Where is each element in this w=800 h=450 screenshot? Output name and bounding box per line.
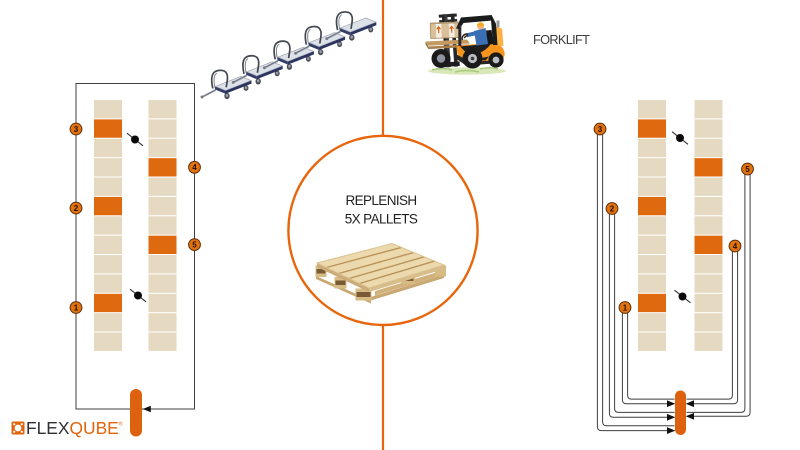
svg-text:®: ® <box>119 421 123 428</box>
svg-text:1: 1 <box>74 303 79 312</box>
svg-text:1: 1 <box>623 303 628 312</box>
svg-text:FORKLIFT: FORKLIFT <box>533 32 590 47</box>
svg-text:5: 5 <box>745 165 750 174</box>
svg-text:2: 2 <box>610 204 615 213</box>
svg-text:FLEXQUBE: FLEXQUBE <box>26 418 119 438</box>
svg-text:REPLENISH: REPLENISH <box>345 193 416 208</box>
svg-text:2: 2 <box>74 204 79 213</box>
svg-text:3: 3 <box>74 125 79 134</box>
svg-text:5X PALLETS: 5X PALLETS <box>345 212 418 227</box>
svg-text:4: 4 <box>733 242 738 251</box>
svg-text:3: 3 <box>598 125 603 134</box>
svg-text:4: 4 <box>192 163 197 172</box>
svg-text:5: 5 <box>192 241 197 250</box>
